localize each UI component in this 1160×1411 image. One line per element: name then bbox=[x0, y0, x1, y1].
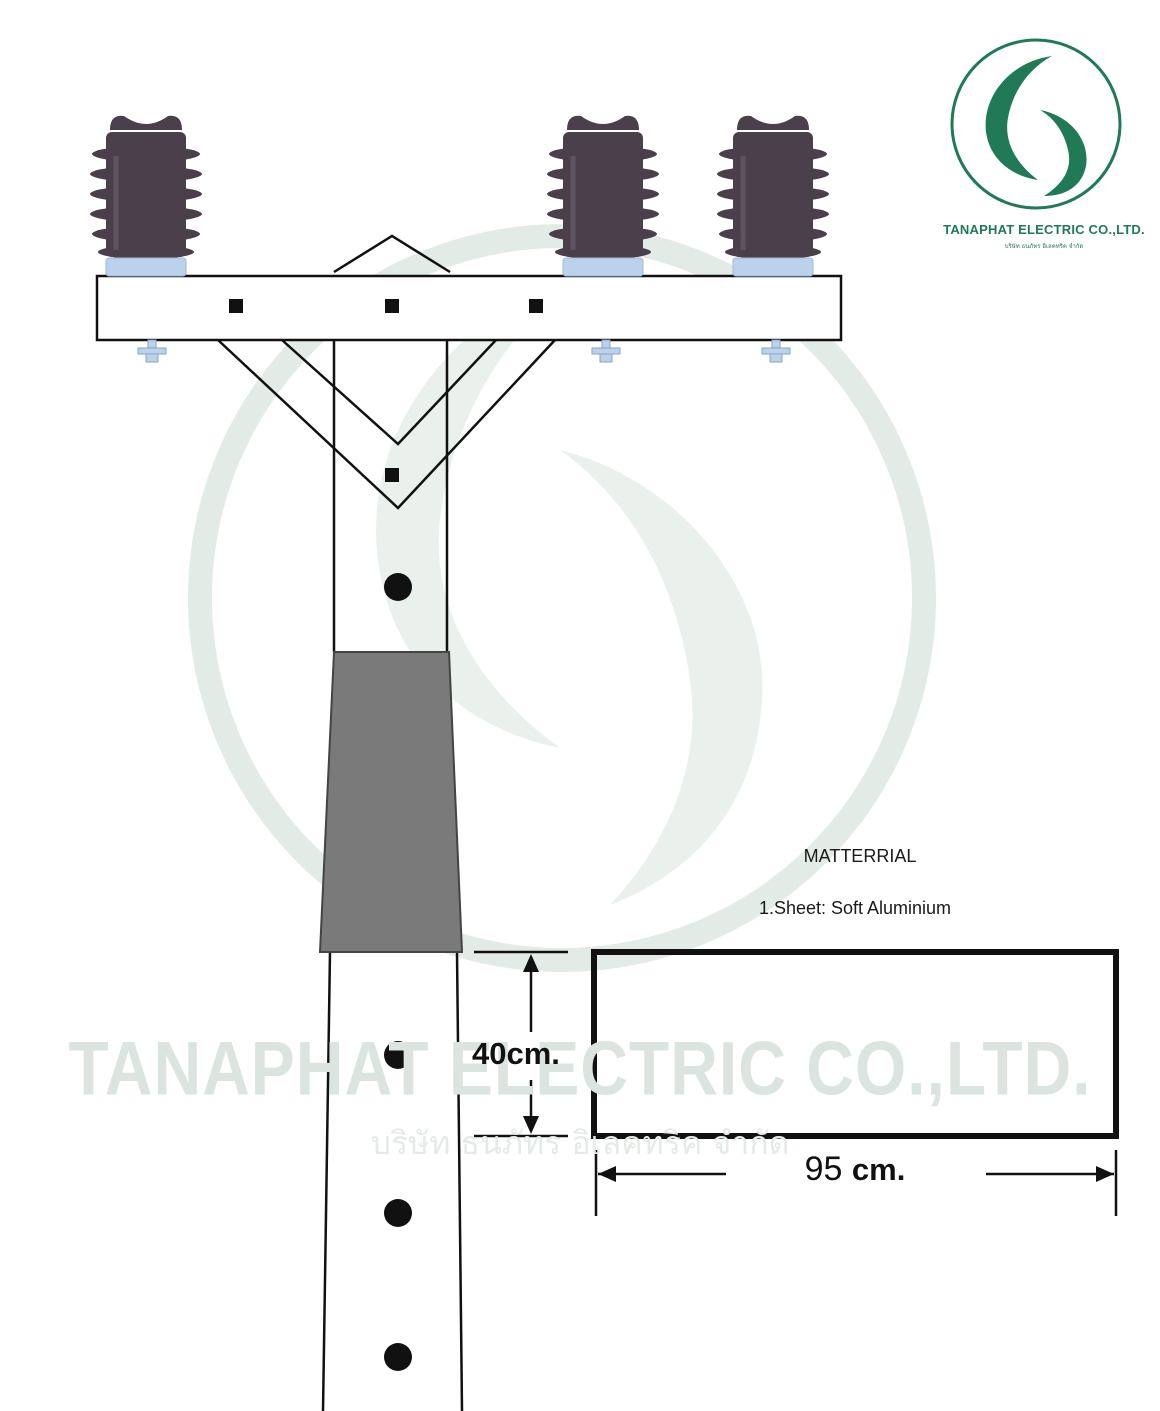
cross-arm-bolt-holes bbox=[229, 299, 543, 482]
width-unit: cm. bbox=[851, 1152, 906, 1187]
aluminium-sheet-band bbox=[318, 651, 464, 953]
width-value: 95 bbox=[804, 1150, 843, 1188]
cross-arm-bracket bbox=[217, 234, 556, 510]
material-item: 1.Sheet: Soft Aluminium bbox=[758, 898, 952, 918]
height-label: 40cm. bbox=[472, 1036, 560, 1072]
width-label: 95 cm. bbox=[760, 1150, 950, 1189]
insulator-bolt-icon bbox=[137, 339, 167, 363]
sheet-outline bbox=[591, 949, 1119, 1139]
height-dimension bbox=[474, 950, 568, 1138]
watermark-company-name: TANAPHAT ELECTRIC CO.,LTD. bbox=[68, 1025, 1092, 1111]
insulator-bolt-icon bbox=[761, 339, 791, 363]
insulator-bolt-icon bbox=[591, 339, 621, 363]
insulator-icon bbox=[90, 116, 202, 276]
width-dimension bbox=[594, 1150, 1118, 1216]
cross-arm bbox=[95, 274, 843, 342]
height-value: 40 bbox=[472, 1036, 507, 1071]
swirl-logo-icon bbox=[950, 38, 1122, 210]
pole-holes bbox=[384, 573, 412, 1371]
material-title: MATTERRIAL bbox=[803, 846, 917, 866]
logo-company-name: TANAPHAT ELECTRIC CO.,LTD. bbox=[943, 222, 1145, 237]
height-unit: cm. bbox=[506, 1036, 560, 1071]
insulator-icon bbox=[547, 116, 659, 276]
watermark-company-name-thai: บริษัท ธนภัทร อิเลคทริค จำกัด bbox=[370, 1124, 790, 1162]
logo-company-name-thai: บริษัท ธนภัทร อิเลคทริค จำกัด bbox=[1004, 243, 1084, 250]
insulator-icon bbox=[717, 116, 829, 276]
